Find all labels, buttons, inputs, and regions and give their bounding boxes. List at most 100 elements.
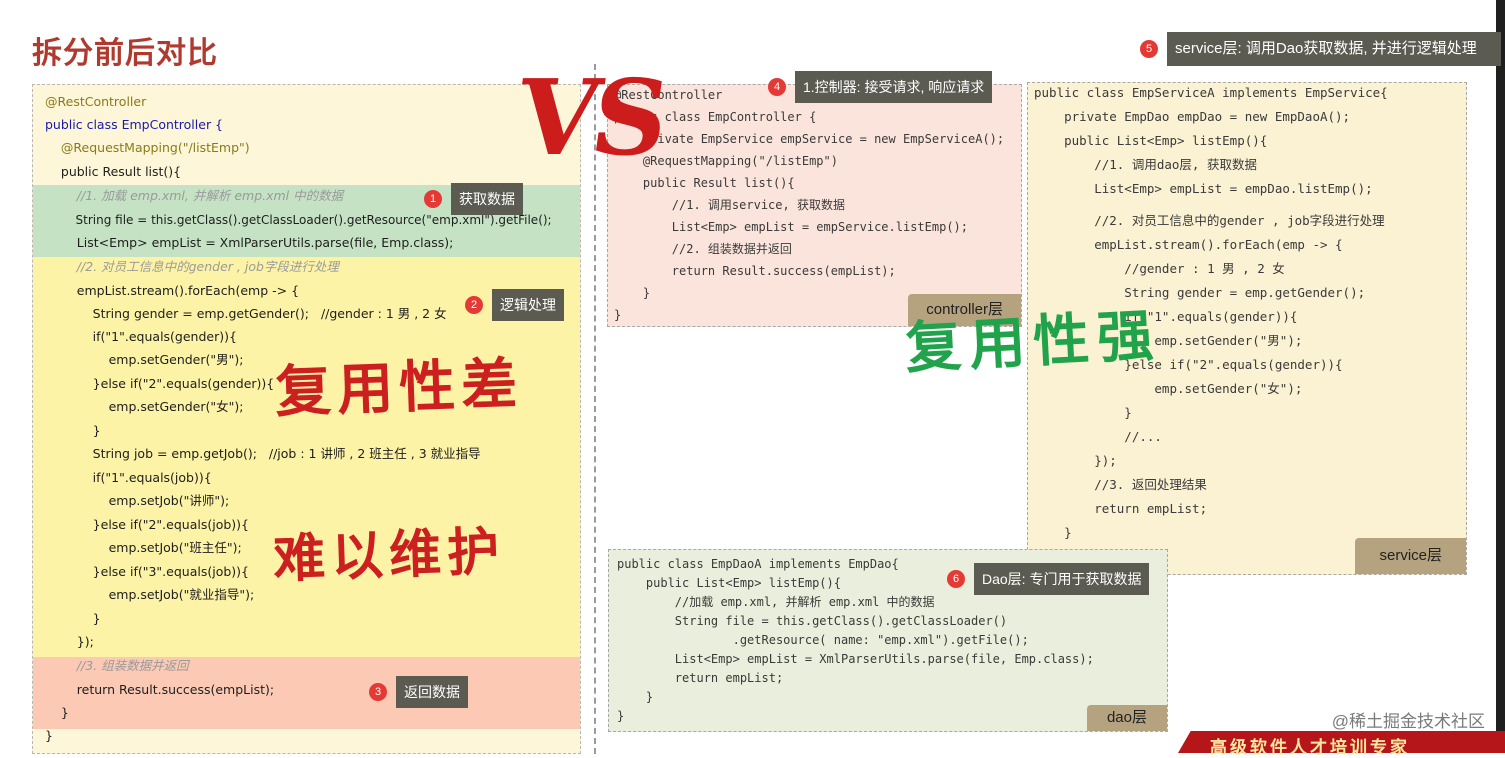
code-line: return Result.success(empList); [614, 264, 896, 278]
code-line: @RestController [614, 88, 723, 102]
service-layer-panel: service层 [1027, 82, 1467, 575]
code-line: @RequestMapping("/listEmp") [614, 154, 838, 168]
code-comment: //3. 返回处理结果 [1034, 477, 1207, 492]
watermark: @稀土掘金技术社区 [1331, 712, 1485, 731]
code-comment: //... [1034, 429, 1162, 444]
page-title: 拆分前后对比 [32, 37, 218, 70]
code-comment: //1. 调用dao层, 获取数据 [1034, 157, 1257, 172]
callout-controller: 4 1.控制器: 接受请求, 响应请求 [768, 71, 993, 103]
code-line: public class EmpDaoA implements EmpDao{ [617, 557, 899, 571]
callout-number: 4 [768, 78, 786, 96]
code-comment: //2. 对员工信息中的gender , job字段进行处理 [1034, 213, 1385, 228]
callout-label: 1.控制器: 接受请求, 响应请求 [795, 71, 993, 103]
code-line: } [45, 611, 101, 626]
code-line: .getResource( name: "emp.xml").getFile()… [617, 633, 1029, 647]
code-line: emp.setGender("男"); [1034, 333, 1303, 348]
vs-mark: VS [509, 56, 671, 179]
code-comment: //gender : 1 男 , 2 女 [1034, 261, 1285, 276]
code-line: empList.stream().forEach(emp -> { [1034, 237, 1343, 252]
callout-number: 2 [465, 296, 483, 314]
code-line: public Result list(){ [45, 164, 182, 179]
callout-label: 获取数据 [451, 183, 523, 215]
code-line: private EmpDao empDao = new EmpDaoA(); [1034, 109, 1351, 124]
controller-layer-tag: controller层 [908, 294, 1021, 326]
callout-label: 返回数据 [396, 676, 468, 708]
code-line: emp.setGender("男"); [45, 352, 244, 367]
code-line: emp.setJob("就业指导"); [45, 587, 255, 602]
code-line: if("1".equals(gender)){ [45, 329, 237, 344]
code-comment: //2. 对员工信息中的gender , job字段进行处理 [45, 259, 339, 274]
code-line: emp.setJob("讲师"); [45, 493, 230, 508]
code-comment: //加载 emp.xml, 并解析 emp.xml 中的数据 [617, 595, 935, 609]
code-line: } [1034, 525, 1072, 540]
code-line: String gender = emp.getGender(); //gende… [45, 306, 447, 321]
code-line: public List<Emp> listEmp(){ [1034, 133, 1268, 148]
code-line: public Result list(){ [614, 176, 795, 190]
callout-label: 逻辑处理 [492, 289, 564, 321]
callout-number: 1 [424, 190, 442, 208]
code-line: }); [45, 634, 94, 649]
code-line: public List<Emp> listEmp(){ [617, 576, 841, 590]
code-line: } [617, 709, 625, 723]
callout-return-data: 3 返回数据 [369, 676, 468, 708]
code-line: List<Emp> empList = empDao.listEmp(); [1034, 181, 1373, 196]
code-line: @RestController [45, 94, 147, 109]
callout-service: 5 service层: 调用Dao获取数据, 并进行逻辑处理 [1140, 32, 1501, 66]
poor-reuse-label: 复用性差 [274, 350, 525, 426]
code-line: } [614, 286, 651, 300]
code-comment: //1. 调用service, 获取数据 [614, 198, 845, 212]
code-line: return Result.success(empList); [45, 682, 275, 697]
code-comment: //3. 组装数据并返回 [45, 658, 189, 673]
code-line: List<Emp> empList = XmlParserUtils.parse… [45, 235, 454, 250]
code-line: @RequestMapping("/listEmp") [45, 140, 250, 155]
code-line: }else if("2".equals(gender)){ [1034, 357, 1343, 372]
code-line: } [1034, 405, 1132, 420]
vs-divider [594, 64, 596, 754]
return-band [33, 657, 580, 729]
callout-label: service层: 调用Dao获取数据, 并进行逻辑处理 [1167, 32, 1501, 66]
code-line: if("1".equals(job)){ [45, 470, 212, 485]
code-line: empList.stream().forEach(emp -> { [45, 283, 300, 298]
logic-band [33, 257, 580, 657]
code-line: }); [1034, 453, 1117, 468]
callout-label: Dao层: 专门用于获取数据 [974, 563, 1150, 595]
callout-number: 6 [947, 570, 965, 588]
code-line: if("1".equals(gender)){ [1034, 309, 1298, 324]
code-line: String gender = emp.getGender(); [1034, 285, 1366, 300]
code-line: }else if("3".equals(job)){ [45, 564, 249, 579]
code-line: } [45, 423, 101, 438]
code-line: }else if("2".equals(gender)){ [45, 376, 275, 391]
code-line: String job = emp.getJob(); //job : 1 讲师 … [45, 446, 481, 461]
window-edge [1496, 0, 1505, 750]
code-line: return empList; [1034, 501, 1208, 516]
callout-number: 3 [369, 683, 387, 701]
code-line: List<Emp> empList = empService.listEmp()… [614, 220, 969, 234]
code-line: emp.setJob("班主任"); [45, 540, 242, 555]
code-line: public class EmpServiceA implements EmpS… [1034, 85, 1388, 100]
code-line: private EmpService empService = new EmpS… [614, 132, 1005, 146]
code-line: return empList; [617, 671, 784, 685]
code-line: } [45, 705, 69, 720]
code-line: List<Emp> empList = XmlParserUtils.parse… [617, 652, 1094, 666]
callout-dao: 6 Dao层: 专门用于获取数据 [947, 563, 1150, 595]
code-comment: //2. 组装数据并返回 [614, 242, 792, 256]
code-line: public class EmpController { [45, 117, 224, 132]
code-line: emp.setGender("女"); [1034, 381, 1303, 396]
code-line: String file = this.getClass().getClassLo… [45, 213, 552, 227]
callout-number: 5 [1140, 40, 1158, 58]
service-layer-tag: service层 [1355, 538, 1466, 574]
code-line: } [45, 728, 53, 743]
code-line: } [617, 690, 654, 704]
callout-logic: 2 逻辑处理 [465, 289, 564, 321]
controller-layer-panel: controller层 [607, 84, 1022, 327]
strong-reuse-label: 复用性强 [903, 302, 1163, 382]
code-line: String file = this.getClass().getClassLo… [617, 614, 1008, 628]
code-line: public class EmpController { [614, 110, 817, 124]
code-line: }else if("2".equals(job)){ [45, 517, 249, 532]
code-line: emp.setGender("女"); [45, 399, 244, 414]
code-comment: //1. 加载 emp.xml, 并解析 emp.xml 中的数据 [45, 188, 344, 203]
code-line: } [614, 308, 622, 322]
brand-banner-text: 高级软件人才培训专家 [1210, 738, 1410, 757]
hard-to-maintain-label: 难以维护 [272, 520, 507, 591]
dao-layer-tag: dao层 [1086, 705, 1167, 731]
